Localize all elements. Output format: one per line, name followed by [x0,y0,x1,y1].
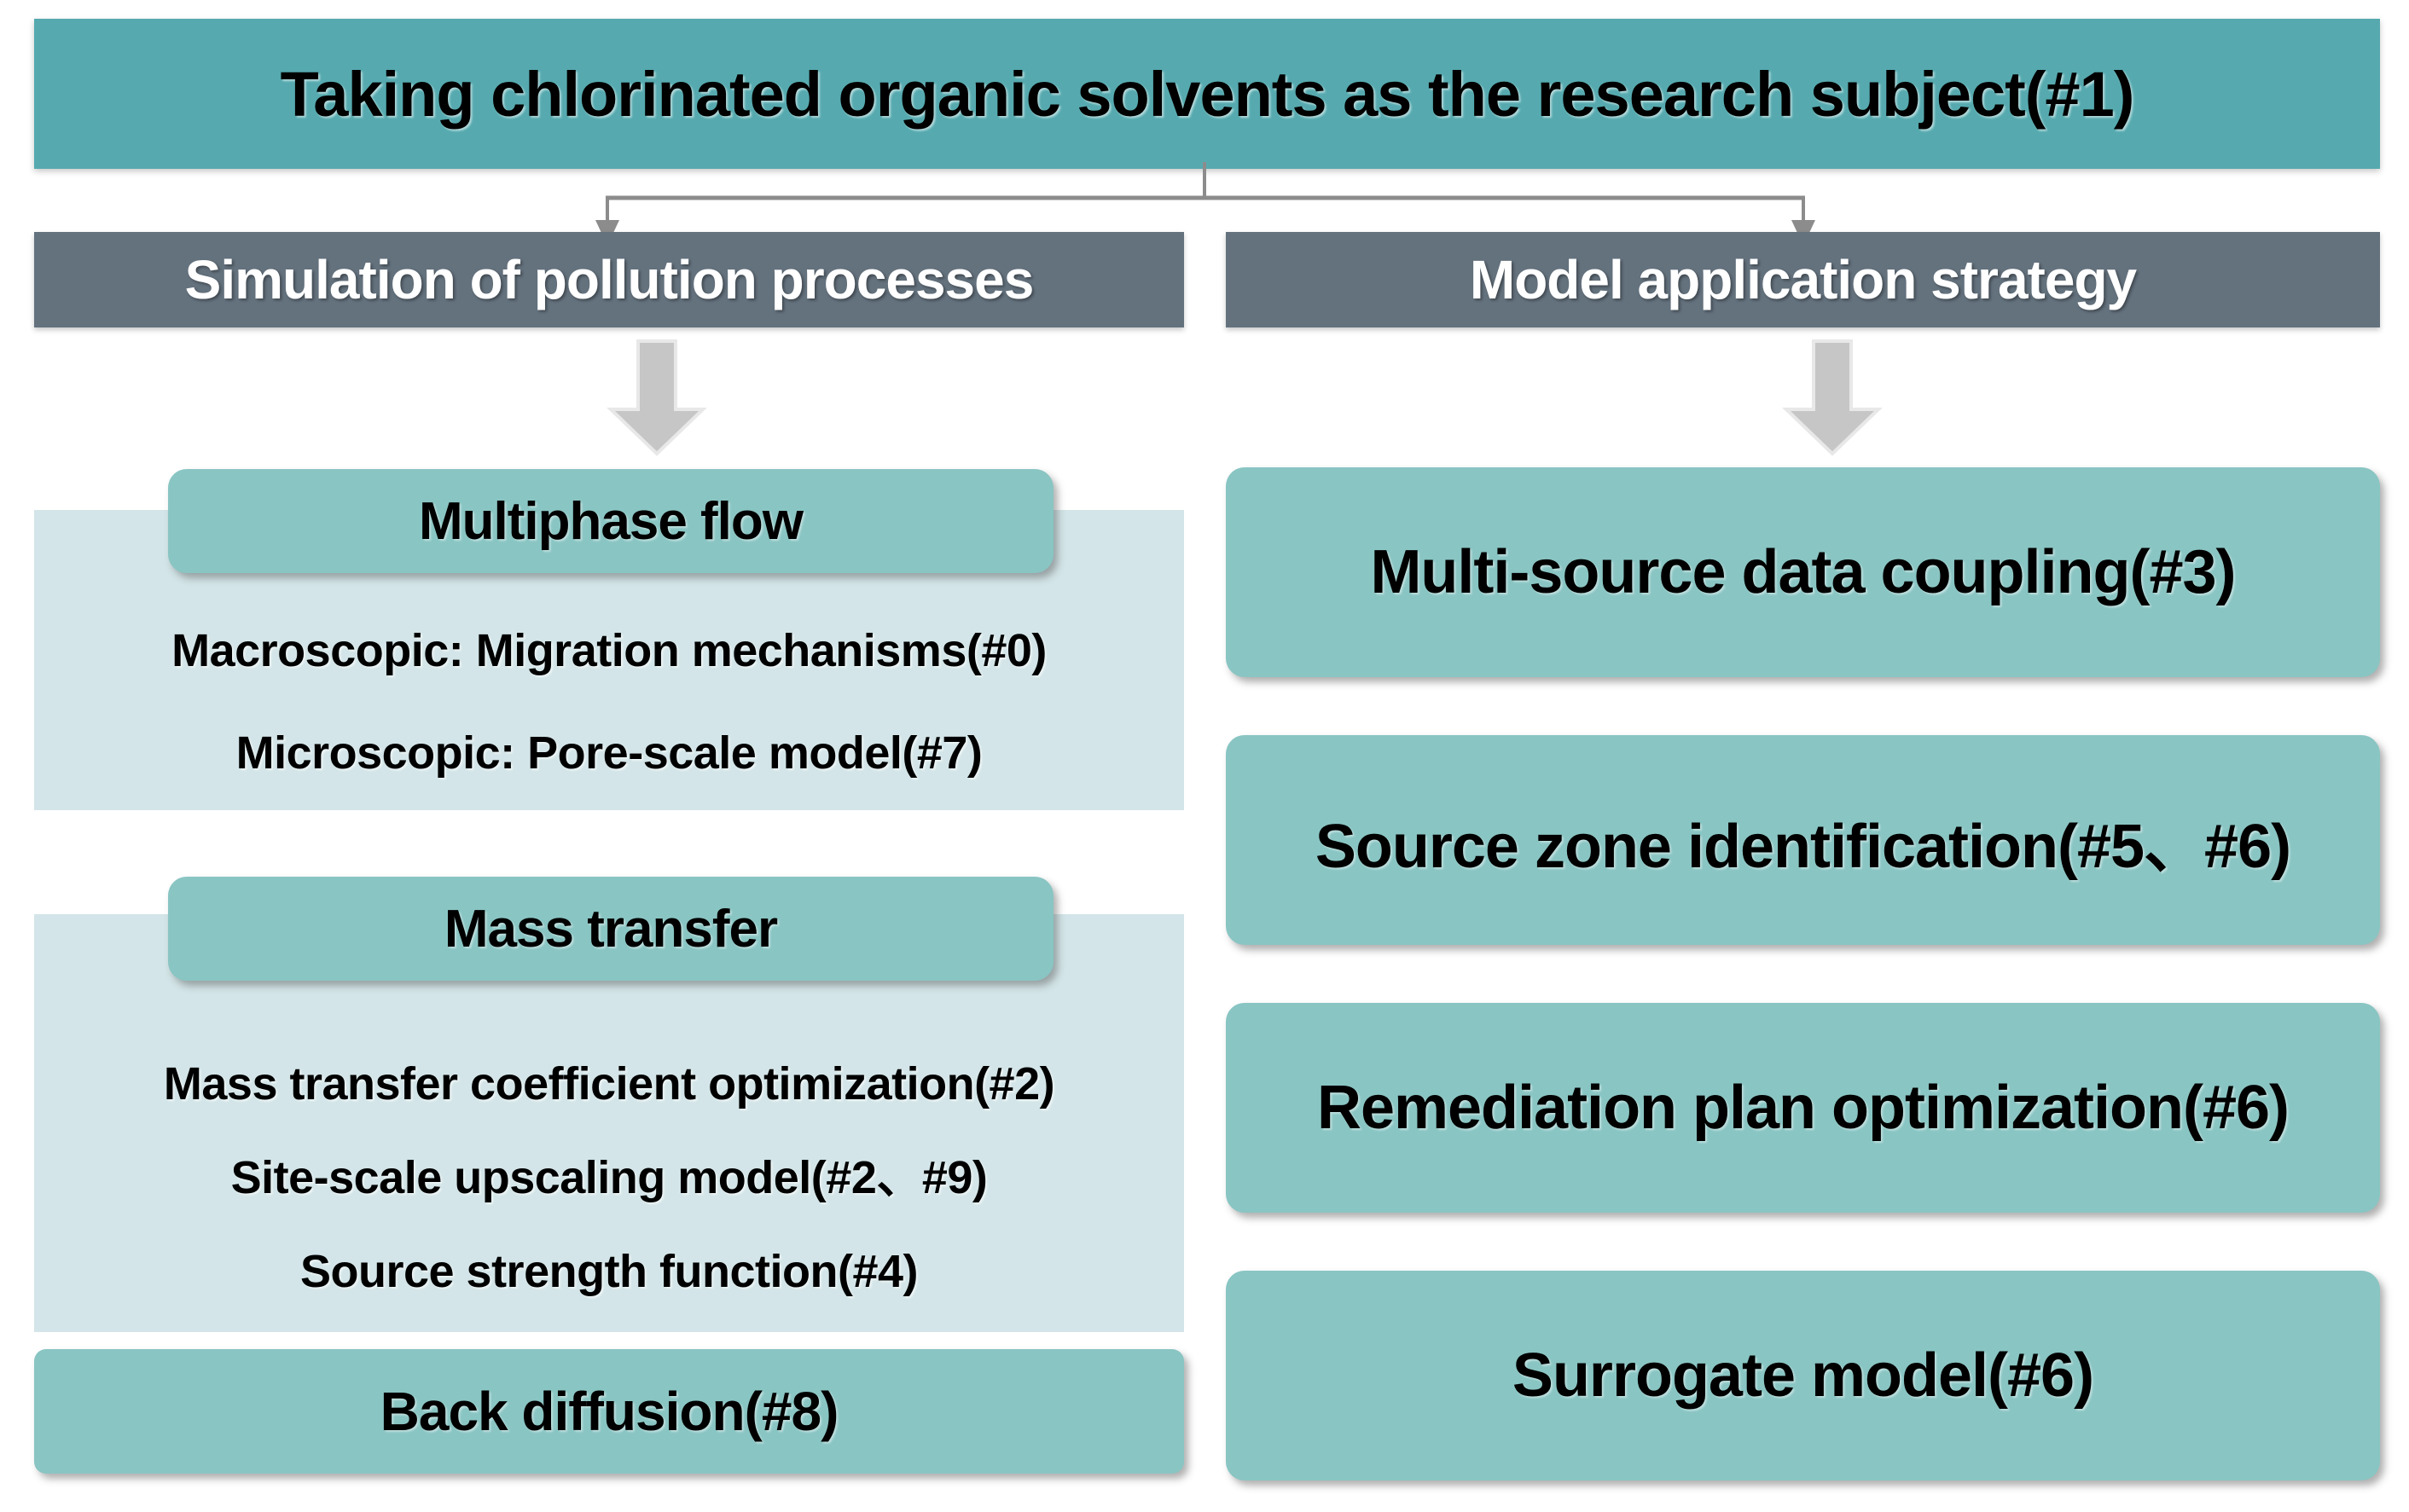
card-surrogate-model[interactable]: Surrogate model(#6) [1226,1271,2380,1480]
root-title-text: Taking chlorinated organic solvents as t… [280,58,2135,130]
card-multiphase-flow-header[interactable]: Multiphase flow [168,469,1054,573]
panel-mass-transfer-items: Mass transfer coefficient optimization(#… [34,1061,1184,1303]
card-mass-transfer-header[interactable]: Mass transfer [168,877,1054,981]
list-item: Source strength function(#4) [299,1246,919,1297]
section-header-left: Simulation of pollution processes [34,232,1184,327]
down-block-arrow-icon-right [1782,339,1883,456]
list-item: Site-scale upscaling model(#2、#9) [230,1152,988,1203]
card-back-diffusion[interactable]: Back diffusion(#8) [34,1349,1184,1474]
card-multiphase-flow-label: Multiphase flow [419,491,804,551]
root-title-banner: Taking chlorinated organic solvents as t… [34,19,2380,169]
card-multi-source-data-coupling-label: Multi-source data coupling(#3) [1370,538,2236,606]
section-header-right-text: Model application strategy [1469,249,2137,310]
list-item: Microscopic: Pore-scale model(#7) [235,727,983,779]
card-back-diffusion-label: Back diffusion(#8) [380,1381,839,1442]
list-item: Macroscopic: Migration mechanisms(#0) [171,625,1047,676]
list-item: Mass transfer coefficient optimization(#… [163,1058,1055,1109]
card-source-zone-identification-label: Source zone identification(#5、#6) [1315,812,2291,881]
section-header-right: Model application strategy [1226,232,2380,327]
section-header-left-text: Simulation of pollution processes [184,249,1035,310]
panel-multiphase-flow-items: Macroscopic: Migration mechanisms(#0) Mi… [34,628,1184,781]
card-source-zone-identification[interactable]: Source zone identification(#5、#6) [1226,735,2380,945]
card-multi-source-data-coupling[interactable]: Multi-source data coupling(#3) [1226,467,2380,677]
card-mass-transfer-label: Mass transfer [444,899,778,959]
card-remediation-plan-optimization-label: Remediation plan optimization(#6) [1316,1074,2290,1142]
panel-mass-transfer: Mass transfer coefficient optimization(#… [34,914,1184,1332]
card-surrogate-model-label: Surrogate model(#6) [1512,1341,2094,1410]
down-block-arrow-icon-left [607,339,707,456]
card-remediation-plan-optimization[interactable]: Remediation plan optimization(#6) [1226,1003,2380,1213]
